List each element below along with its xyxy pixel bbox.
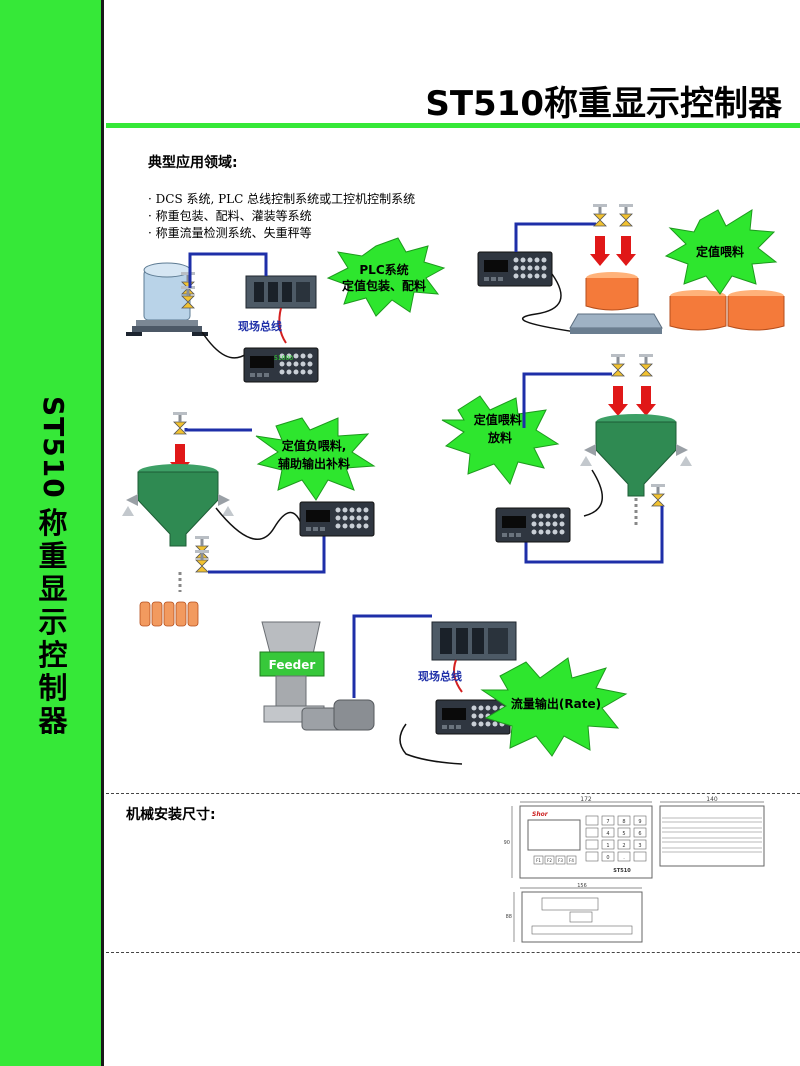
fixed-feed-label: 定值喂料: [696, 244, 744, 259]
key-4: 4: [606, 831, 609, 837]
plc-burst-line2: 定值包装、配料: [342, 278, 426, 293]
rate-burst-label: 流量输出(Rate): [511, 696, 601, 711]
negative-feed-line2: 辅助输出补料: [278, 456, 350, 471]
header-divider: [106, 123, 800, 128]
cutout-width-dimension: 156: [577, 883, 587, 889]
fkey-3: F3: [558, 858, 563, 863]
key-2: 2: [622, 843, 625, 849]
sidebar-product-name: 称 重 显 示 控 制 器: [38, 505, 68, 738]
mechanical-dimensions-heading: 机械安装尺寸:: [126, 807, 216, 823]
key-9: 9: [638, 819, 641, 825]
application-diagrams: 51000 现场总线 PLC系统 定值包装、配料 定值喂料: [121, 203, 785, 765]
diagram-fixed-feeding: 定值喂料: [477, 203, 785, 334]
sidebar-model: ST510: [37, 396, 70, 499]
applications-list: DCS 系统, PLC 总线控制系统或工控机控制系统 称重包装、配料、灌装等系统…: [148, 191, 416, 242]
key-6: 6: [638, 831, 641, 837]
feed-discharge-line1: 定值喂料,: [474, 412, 527, 427]
feed-discharge-line2: 放料: [487, 430, 512, 445]
fkey-1: F1: [536, 858, 541, 863]
key-3: 3: [638, 843, 641, 849]
brand-logo: Shor: [532, 811, 549, 818]
key-7: 7: [606, 819, 609, 825]
key-1: 1: [606, 843, 609, 849]
feeder-label: Feeder: [269, 658, 316, 672]
key-0: 0: [606, 855, 609, 861]
key-8: 8: [622, 819, 625, 825]
diagram-negative-feeding: 定值负喂料, 辅助输出补料: [121, 411, 376, 627]
application-item: 称重包装、配料、灌装等系统: [148, 208, 415, 225]
negative-feed-line1: 定值负喂料,: [282, 438, 347, 453]
section-divider-top: [106, 793, 800, 794]
side-depth-dimension: 140: [706, 796, 718, 803]
diagram-feed-discharge: 定值喂料, 放料: [441, 353, 693, 564]
sidebar: ST510 称 重 显 示 控 制 器: [0, 0, 104, 1066]
panel-model: ST510: [613, 868, 631, 874]
diagram-plc-packing: 51000 现场总线 PLC系统 定值包装、配料: [126, 237, 446, 383]
page-title: ST510称重显示控制器: [425, 84, 782, 124]
fieldbus-label: 现场总线: [238, 319, 282, 333]
application-item: 称重流量检测系统、失重秤等: [148, 225, 415, 242]
fkey-2: F2: [547, 858, 552, 863]
key-dot: .: [623, 855, 625, 861]
section-divider-bottom: [106, 952, 800, 953]
front-height-dimension: 90: [504, 840, 510, 846]
fkey-4: F4: [569, 858, 574, 863]
plc-burst-line1: PLC系统: [359, 262, 408, 277]
mechanical-drawing: 172 Shor 90 7 8 9 4 5 6 1 2 3 0 . F1 F2 …: [504, 796, 765, 943]
cutout-height-dimension: 88: [506, 914, 512, 920]
key-5: 5: [622, 831, 625, 837]
application-item: DCS 系统, PLC 总线控制系统或工控机控制系统: [148, 191, 416, 208]
diagram-feeder-rate: Feeder 现场总线 流量输出(Rate): [259, 614, 628, 765]
fieldbus-label-2: 现场总线: [418, 669, 462, 683]
display-reading: 51000: [274, 355, 293, 362]
front-width-dimension: 172: [580, 796, 592, 803]
sidebar-title: ST510 称 重 显 示 控 制 器: [29, 396, 77, 738]
applications-heading: 典型应用领域:: [148, 155, 238, 171]
